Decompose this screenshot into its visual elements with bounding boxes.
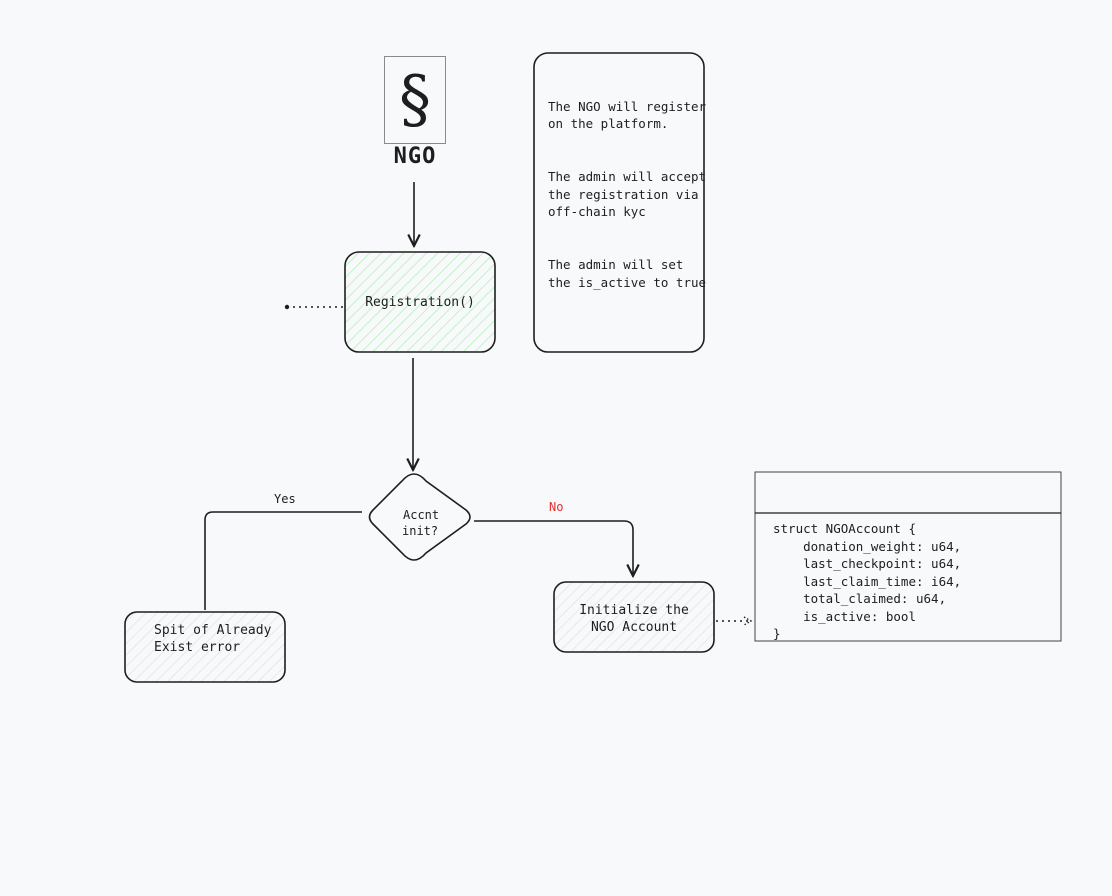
struct-line: } xyxy=(773,626,781,641)
struct-header xyxy=(755,472,1061,513)
init-account-label: Initialize the NGO Account xyxy=(554,602,714,636)
actor-label: NGO xyxy=(393,144,437,169)
struct-body: struct NGOAccount { donation_weight: u64… xyxy=(773,520,1058,643)
note-text: The NGO will register on the platform. T… xyxy=(548,80,708,309)
registration-box[interactable] xyxy=(344,251,496,353)
dotted-connector-end-dot xyxy=(284,304,290,310)
note-box xyxy=(533,52,705,353)
decision-label-line-1: Accnt xyxy=(403,508,440,522)
struct-line: last_checkpoint: u64, xyxy=(773,556,962,571)
error-box[interactable] xyxy=(124,611,286,683)
section-sign-icon: § xyxy=(384,56,446,144)
struct-line: total_claimed: u64, xyxy=(773,591,947,606)
decision-diamond[interactable] xyxy=(368,473,471,561)
struct-line: struct NGOAccount { xyxy=(773,521,916,536)
struct-line: last_claim_time: i64, xyxy=(773,573,962,589)
struct-line: donation_weight: u64, xyxy=(773,538,962,554)
yes-branch-line xyxy=(204,511,362,610)
note-paragraph-2: The admin will accept the registration v… xyxy=(548,169,707,219)
registration-label: Registration() xyxy=(365,295,475,310)
struct-line: is_active: bool xyxy=(773,608,916,624)
init-account-box[interactable] xyxy=(553,581,715,653)
init-account-label-line-2: NGO Account xyxy=(590,620,678,635)
error-box-label-line-2: Exist error xyxy=(154,640,241,655)
decision-label-line-2: init? xyxy=(402,524,439,538)
no-branch-arrow xyxy=(474,520,633,576)
section-sign-glyph: § xyxy=(399,63,431,137)
note-paragraph-3: The admin will set the is_active to true xyxy=(548,257,707,290)
decision-label: Accnt init? xyxy=(394,507,454,539)
yes-branch-label: Yes xyxy=(274,492,296,506)
no-branch-label: No xyxy=(549,500,564,514)
error-box-label: Spit of Already Exist error xyxy=(154,622,284,656)
dotted-connector-arrowhead xyxy=(743,616,753,626)
error-box-label-line-1: Spit of Already xyxy=(154,623,272,638)
struct-table xyxy=(754,471,1062,642)
init-account-label-line-1: Initialize the xyxy=(579,603,689,618)
note-paragraph-1: The NGO will register on the platform. xyxy=(548,98,707,132)
